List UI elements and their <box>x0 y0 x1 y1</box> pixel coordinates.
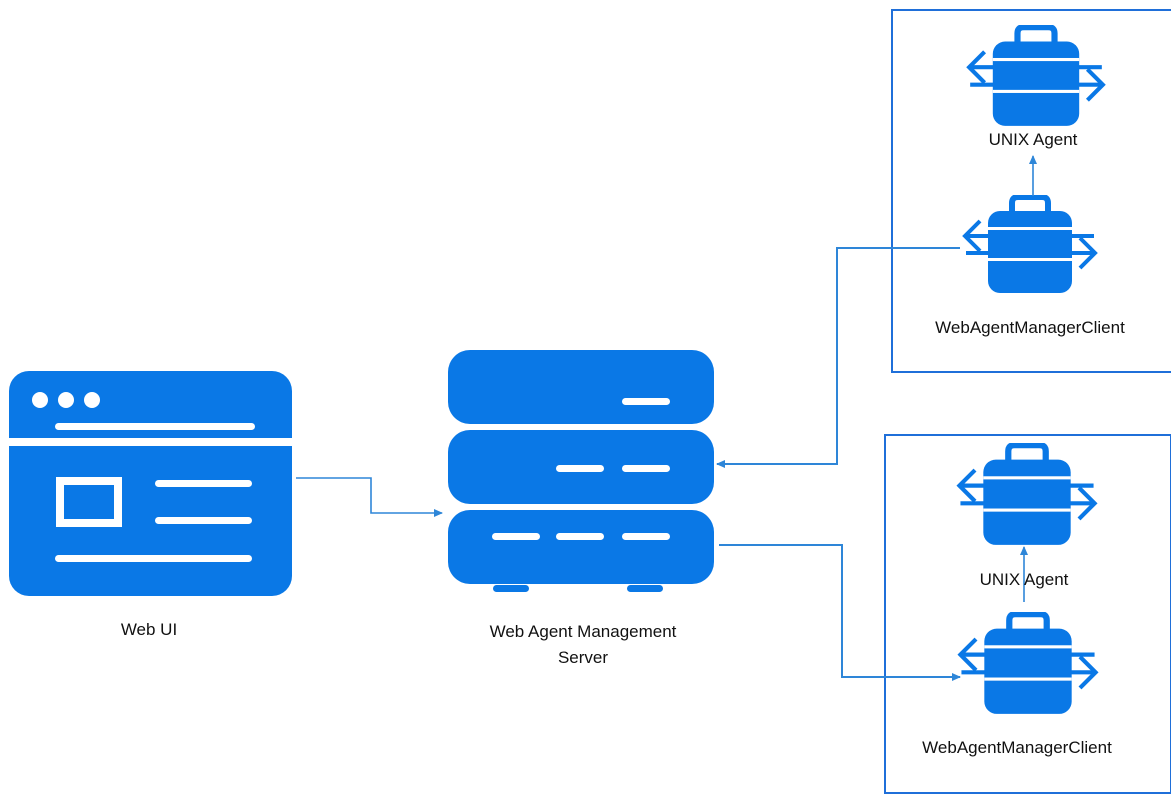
client-bottom-icon <box>960 614 1095 714</box>
browser-window-icon <box>9 371 292 596</box>
unix-agent-top-icon <box>969 27 1103 126</box>
client-top-label: WebAgentManagerClient <box>935 318 1125 337</box>
unix-agent-bottom-label: UNIX Agent <box>979 570 1069 589</box>
server-label-line1: Web Agent Management <box>489 622 677 641</box>
server-stack-icon <box>448 350 714 592</box>
client-bottom-label: WebAgentManagerClient <box>922 738 1112 757</box>
client-top-icon <box>965 197 1095 293</box>
edge-server-to-client-bottom <box>719 544 961 681</box>
edge-webui-to-server <box>296 477 443 517</box>
agent-group-top-box <box>891 9 1171 373</box>
unix-agent-bottom-icon <box>959 445 1094 545</box>
web-ui-label: Web UI <box>120 620 178 639</box>
unix-agent-top-label: UNIX Agent <box>955 128 1111 152</box>
edge-client-top-to-server <box>716 247 960 468</box>
server-label-line2: Server <box>557 648 609 667</box>
